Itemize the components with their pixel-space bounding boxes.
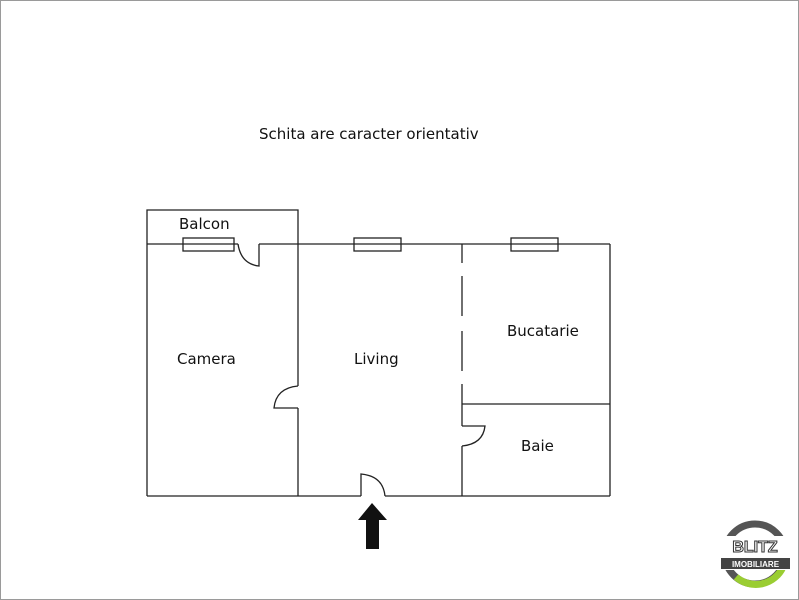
- window-living: [353, 237, 402, 252]
- svg-text:IMOBILIARE: IMOBILIARE: [732, 560, 780, 569]
- room-label-camera: Camera: [177, 350, 236, 368]
- room-label-bucatarie: Bucatarie: [507, 322, 579, 340]
- door-camera: [273, 385, 299, 409]
- window-camera: [182, 237, 235, 252]
- room-label-baie: Baie: [521, 437, 554, 455]
- window-bucatarie: [510, 237, 559, 252]
- entrance-door: [360, 473, 386, 497]
- disclaimer-title: Schita are caracter orientativ: [259, 125, 479, 143]
- room-label-balcon: Balcon: [179, 215, 230, 233]
- wall-baie: [461, 403, 610, 496]
- room-label-living: Living: [354, 350, 399, 368]
- balcony-door: [237, 243, 260, 267]
- door-baie: [461, 425, 486, 447]
- svg-text:BLITZ: BLITZ: [732, 539, 778, 556]
- blitz-logo: BLITZ IMOBILIARE: [720, 520, 791, 588]
- arrow-up-icon: [358, 503, 387, 549]
- balcony-outline: [146, 209, 299, 244]
